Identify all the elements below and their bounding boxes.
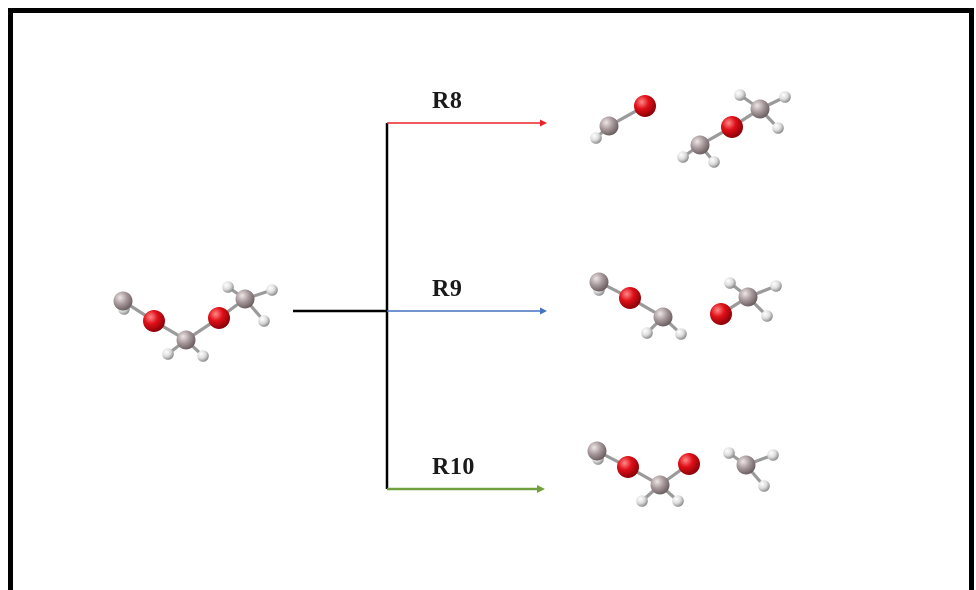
carbon-atom xyxy=(690,135,710,155)
molecule-product-r10-a xyxy=(587,441,700,507)
molecule-product-r9-b xyxy=(710,277,782,325)
oxygen-atom xyxy=(710,303,732,325)
molecule-product-r10-b xyxy=(723,447,779,492)
reaction-label-r8: R8 xyxy=(432,88,463,114)
carbon-atom xyxy=(599,116,619,136)
reaction-label-r9: R9 xyxy=(432,276,463,302)
hydrogen-atom xyxy=(641,327,653,339)
hydrogen-atom xyxy=(772,122,784,134)
carbon-atom xyxy=(738,287,758,307)
carbon-atom xyxy=(235,289,255,309)
hydrogen-atom xyxy=(672,495,684,507)
oxygen-atom xyxy=(208,307,230,329)
carbon-atom xyxy=(176,330,196,350)
hydrogen-atom xyxy=(677,151,689,163)
hydrogen-atom xyxy=(266,284,278,296)
molecule-product-r8-a xyxy=(590,95,656,144)
hydrogen-atom xyxy=(734,89,746,101)
reaction-label-r10: R10 xyxy=(432,454,475,480)
branch-r10 xyxy=(387,485,545,493)
oxygen-atom xyxy=(617,456,639,478)
carbon-atom xyxy=(653,307,673,327)
hydrogen-atom xyxy=(197,350,209,362)
diagram-frame xyxy=(8,8,974,590)
arrowhead-r9 xyxy=(540,307,547,315)
hydrogen-atom xyxy=(222,281,234,293)
oxygen-atom xyxy=(634,95,656,117)
molecule-reactant xyxy=(113,281,278,362)
hydrogen-atom xyxy=(770,280,782,292)
reaction-branches xyxy=(293,119,547,493)
hydrogen-atom xyxy=(590,132,602,144)
hydrogen-atom xyxy=(258,315,270,327)
carbon-atom xyxy=(650,475,670,495)
hydrogen-atom xyxy=(723,447,735,459)
oxygen-atom xyxy=(678,453,700,475)
oxygen-atom xyxy=(619,287,641,309)
hydrogen-atom xyxy=(779,91,791,103)
hydrogen-atom xyxy=(767,449,779,461)
molecule-product-r9-a xyxy=(589,272,687,340)
carbon-atom xyxy=(750,99,770,119)
carbon-atom xyxy=(113,291,133,311)
carbon-atom xyxy=(587,441,607,461)
arrowhead-r10 xyxy=(537,485,545,493)
hydrogen-atom xyxy=(758,480,770,492)
hydrogen-atom xyxy=(636,495,648,507)
hydrogen-atom xyxy=(162,348,174,360)
branch-r9 xyxy=(387,307,547,315)
hydrogen-atom xyxy=(724,277,736,289)
hydrogen-atom xyxy=(761,310,773,322)
molecule-product-r8-b xyxy=(677,89,791,168)
hydrogen-atom xyxy=(675,328,687,340)
carbon-atom xyxy=(589,272,609,292)
branch-r8 xyxy=(387,119,547,127)
arrowhead-r8 xyxy=(540,119,547,127)
carbon-atom xyxy=(736,455,756,475)
oxygen-atom xyxy=(721,116,743,138)
hydrogen-atom xyxy=(708,156,720,168)
oxygen-atom xyxy=(143,310,165,332)
